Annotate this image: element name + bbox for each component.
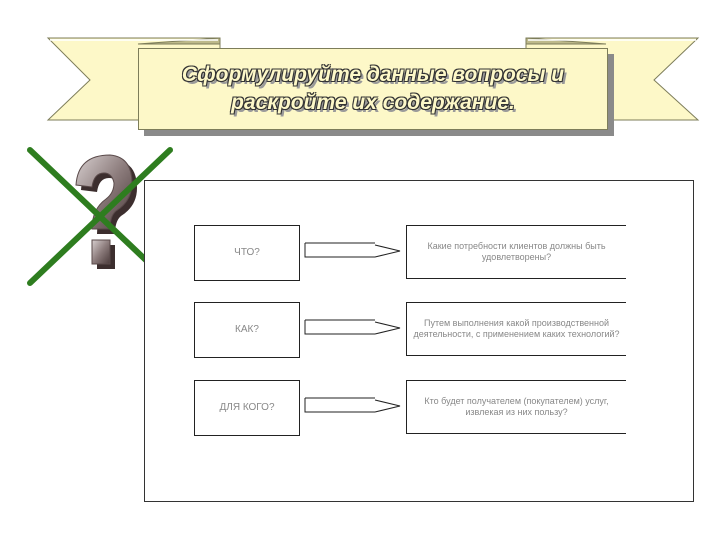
question-label: ЧТО? [234,247,260,258]
question-label: КАК? [235,324,259,335]
banner-line-1: Сформулируйте данные вопросы и [181,63,565,86]
question-box-what: ЧТО? [194,225,300,281]
arrow-icon [304,242,401,258]
question-box-how: КАК? [194,302,300,358]
answer-box-what: Какие потребности клиентов должны быть у… [406,225,626,279]
arrow-icon [304,397,401,413]
title-banner: Сформулируйте данные вопросы и раскройте… [138,48,608,130]
answer-text: Путем выполнения какой производственной … [413,318,620,339]
answer-text: Какие потребности клиентов должны быть у… [427,241,606,262]
question-label: ДЛЯ КОГО? [219,402,275,413]
question-box-for-whom: ДЛЯ КОГО? [194,380,300,436]
answer-box-for-whom: Кто будет получателем (покупателем) услу… [406,380,626,434]
arrow-icon [304,319,401,335]
answer-box-how: Путем выполнения какой производственной … [406,302,626,356]
question-mark-icon [27,147,173,286]
answer-text: Кто будет получателем (покупателем) услу… [424,396,609,417]
banner-line-2: раскройте их содержание. [231,91,515,114]
